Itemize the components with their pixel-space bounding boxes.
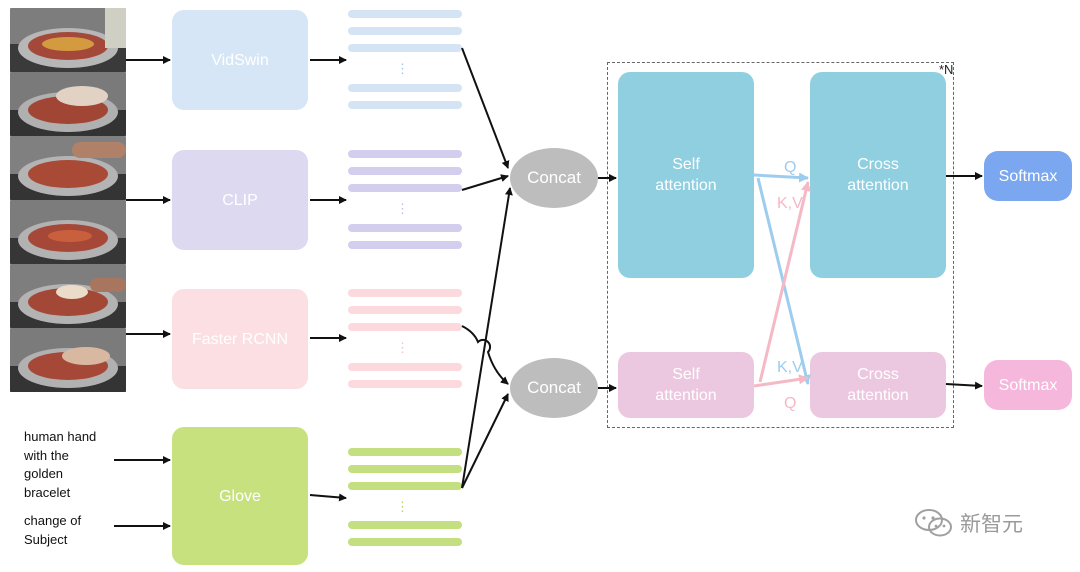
- video-frame-1: [10, 8, 126, 72]
- rcnn-feature-bar: [348, 306, 462, 314]
- faster-rcnn-encoder: Faster RCNN: [172, 289, 308, 389]
- arrow-rcnn-features-to-concat: [461, 325, 509, 385]
- glove-feature-bar: [348, 482, 462, 490]
- clip-feature-bar: [348, 150, 462, 158]
- query-text: human hand with the golden bracelet: [24, 429, 97, 500]
- arrow-clip-features-to-concat: [461, 174, 509, 191]
- softmax-bottom: Softmax: [984, 360, 1072, 410]
- clip-feature-bar: [348, 167, 462, 175]
- arrow-q-top: [753, 172, 809, 183]
- clip-feature-dots: ⋮: [396, 201, 409, 216]
- q-label-top: Q: [784, 159, 797, 176]
- video-frame-5: [10, 264, 126, 328]
- arrow-q-bottom: [753, 374, 809, 388]
- watermark-text: 新智元: [960, 513, 1023, 536]
- self-attention-top: Self attention: [618, 72, 754, 278]
- glove-feature-bar: [348, 448, 462, 456]
- vidswin-encoder: VidSwin: [172, 10, 308, 110]
- vidswin-feature-dots: ⋮: [396, 61, 409, 76]
- clip-feature-bar: [348, 184, 462, 192]
- concat-node-top: Concat: [510, 148, 598, 208]
- softmax-top: Softmax: [984, 151, 1072, 201]
- glove-encoder: Glove: [172, 427, 308, 565]
- arrow-glove-to-features: [309, 493, 347, 502]
- video-frame-2: [10, 72, 126, 136]
- clip-feature-bar: [348, 224, 462, 232]
- rcnn-feature-bar: [348, 380, 462, 388]
- arrow-kv-top: [758, 181, 811, 383]
- glove-feature-bar: [348, 521, 462, 529]
- arrow-cross-bottom-to-softmax: [945, 381, 983, 390]
- glove-feature-dots: ⋮: [396, 499, 409, 514]
- cross-attention-top: Cross attention: [810, 72, 946, 278]
- kv-label-top: K,V: [777, 195, 803, 212]
- clip-encoder: CLIP: [172, 150, 308, 250]
- vidswin-feature-bar: [348, 27, 462, 35]
- arrow-glove-features-to-concat-top: [461, 187, 513, 489]
- wechat-icon: [915, 509, 952, 537]
- vidswin-feature-bar: [348, 84, 462, 92]
- vidswin-feature-bar: [348, 101, 462, 109]
- arrow-vidswin-features-to-concat: [461, 47, 510, 169]
- kv-label-bottom: K,V: [777, 359, 803, 376]
- rcnn-feature-dots: ⋮: [396, 340, 409, 355]
- clip-feature-bar: [348, 241, 462, 249]
- video-frame-6: [10, 328, 126, 392]
- self-attention-bottom: Self attention: [618, 352, 754, 418]
- concat-node-bottom: Concat: [510, 358, 598, 418]
- arrow-glove-features-to-concat-bottom: [461, 393, 509, 489]
- repeat-label: *N: [939, 62, 954, 77]
- vidswin-feature-bar: [348, 10, 462, 18]
- watermark: 新智元: [914, 508, 1023, 538]
- relation-text: change of Subject: [24, 513, 82, 547]
- cross-attention-bottom: Cross attention: [810, 352, 946, 418]
- vidswin-feature-bar: [348, 44, 462, 52]
- q-label-bottom: Q: [784, 395, 797, 412]
- glove-feature-bar: [348, 538, 462, 546]
- rcnn-feature-bar: [348, 323, 462, 331]
- video-frame-3: [10, 136, 126, 200]
- video-frame-4: [10, 200, 126, 264]
- rcnn-feature-bar: [348, 363, 462, 371]
- rcnn-feature-bar: [348, 289, 462, 297]
- repeated-block-outline: [607, 62, 954, 428]
- glove-feature-bar: [348, 465, 462, 473]
